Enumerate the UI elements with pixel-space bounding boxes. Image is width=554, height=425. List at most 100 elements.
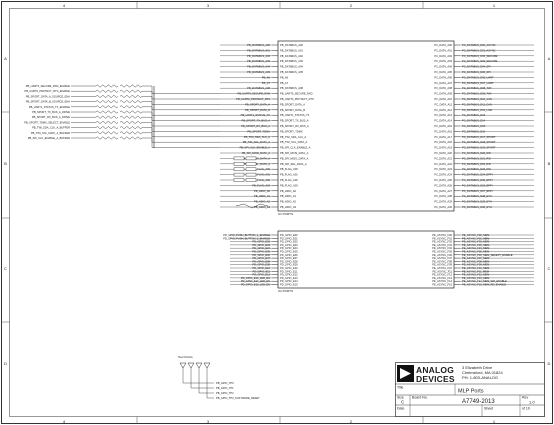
pin-label: PB_UART0_SECURE_RXD (280, 92, 313, 96)
pin-label: PD_GPIO_E04 (280, 246, 298, 250)
rev-label: Rev (522, 396, 528, 400)
pin-label: PC_DATA_A27 (434, 189, 452, 193)
pin-label: PE_ASYNC_F00 (432, 233, 452, 237)
pin-label: PC_DATA_A28 (434, 194, 452, 198)
pin-label: PC_DATA_A26 (434, 183, 452, 187)
col-marker-top: 2 (350, 3, 353, 8)
pin-label: PB_DATABUS_A01 (280, 48, 303, 52)
net-label: PB_SPORT_TX_BUS_A_DRIVE (32, 110, 70, 114)
test-points-header: Test Points (178, 355, 193, 359)
col-marker-top: 3 (207, 3, 210, 8)
pin-label: PD_GPIO_E07 (280, 256, 298, 260)
pin-label: PC_DATA_A04 (434, 65, 452, 69)
pin-label: PB_A6 (280, 75, 289, 79)
pin-label: PB_DATABUS_A00 (280, 43, 303, 47)
pin-label: PB_FLAG_A01 (280, 173, 298, 177)
component-blocks: U1 PORTS PB_DATABUS_A00PB_DATABUS_A01PB_D… (277, 40, 455, 293)
pin-label: PE_ASYNC_F11 (432, 269, 452, 273)
address-line-1: 3 Elizabeth Drive (462, 365, 493, 370)
pin-label: PB_DATABUS_A04 (280, 65, 303, 69)
block-footer: U1 PORTS (278, 212, 293, 216)
pin-label: PC_DATA_A19 (434, 146, 452, 150)
pin-label: PC_DATA_A15 (434, 124, 452, 128)
pin-label: PC_DATA_A06 (434, 75, 452, 79)
svg-text:DEVICES: DEVICES (416, 374, 455, 384)
pin-label: PC_DATA_A09 (434, 92, 452, 96)
pin-label: PD_GPIO_E13 (280, 276, 298, 280)
address-line-3: PH: 1-800-ANALOG (462, 375, 498, 380)
pin-label: PB_HDIO_A3 (280, 205, 297, 209)
pin-label: PC_DATA_A24 (434, 173, 452, 177)
net-label: PB_TWI_SDA_CLK_A_BUFFER (32, 126, 70, 130)
doc-value: A7749-2013 (462, 399, 495, 405)
pin-label: PE_ASYNC_F06 (432, 253, 452, 257)
net-label: PB_UART0_PROTECT_RTS_ENABLE (25, 89, 71, 93)
col-marker-top: 4 (63, 3, 66, 8)
pin-label: PB_HDIO_A0 (280, 189, 297, 193)
pin-label: PB_DATABUS_A02 (280, 54, 303, 58)
test-point-net: PB_GPIO_TP0 (216, 381, 234, 385)
net-label: PB_UART0_SECURE_RXD_ENABLE (26, 84, 70, 88)
pin-label: PC_DATA_A23 (434, 167, 452, 171)
pin-label: PE_ASYNC_F09 (432, 263, 452, 267)
net-label: PB_SPI_CLK_ENABLE_A_BUFFER (28, 136, 70, 140)
row-marker-left: D (4, 361, 7, 366)
pin-label: PE_ASYNC_F10 (432, 266, 452, 270)
pin-label: PB_HDIO_A2 (280, 200, 297, 204)
net-label: PB_SPORT_DATA_A_SOURCE_ENA (26, 94, 71, 98)
pin-label: PE_ASYNC_F02 (432, 240, 452, 244)
pin-label: PB_TWI_SDA_CLK_A (280, 135, 306, 139)
pin-label: PC_DATA_A17 (434, 135, 452, 139)
pin-label: PE_ASYNC_F05 (432, 250, 452, 254)
test-point-net: PB_GPIO_TP3_SOFTWARE_RESET (216, 396, 260, 400)
pin-label: PC_DATA_A21 (434, 156, 452, 160)
row-marker-right: A (548, 56, 551, 61)
pin-label: PB_UART0_PROTECT_RTS (280, 97, 314, 101)
pin-label: PB_DATABUS_A03 (280, 59, 303, 63)
block-u1: U1 PORTS PB_DATABUS_A00PB_DATABUS_A01PB_D… (277, 40, 455, 216)
pin-label: PC_DATA_A29 (434, 200, 452, 204)
pin-label: PC_DATA_A25 (434, 178, 452, 182)
pin-label: PD_GPIO_E02 (280, 240, 298, 244)
pin-label: PB_SPORT_TDMX (280, 129, 303, 133)
pin-label: PB_HDIO_A1 (280, 194, 297, 198)
row-marker-right: B (548, 161, 551, 166)
pin-label: PB_SPORT_DATA_B (280, 108, 305, 112)
pin-label: PD_GPIO_E11 (280, 269, 298, 273)
row-marker-left: B (4, 161, 7, 166)
col-marker-bottom: 1 (493, 419, 496, 424)
row-marker-right: D (548, 361, 551, 366)
block-footer: U2 PORTS (278, 289, 293, 293)
pin-label: PE_ASYNC_F13 (432, 276, 452, 280)
pin-label: PD_GPIO_E10 (280, 266, 298, 270)
pin-label: PD_GPIO_E00 (280, 233, 298, 237)
pin-label: PD_GPIO_E14 (280, 279, 298, 283)
pin-label: PB_SPI_SEL_DATA_A (280, 162, 307, 166)
pin-label: PE_ASYNC_F07 (432, 256, 452, 260)
pin-label: PC_DATA_A01 (434, 48, 452, 52)
pin-label: PE_ASYNC_F14 (432, 279, 452, 283)
pin-label: PB_SPI_MOSI_DATA_A (280, 151, 309, 155)
pin-label: PC_DATA_A20 (434, 151, 452, 155)
row-marker-right: C (548, 266, 551, 271)
address-line-2: Chelmsford, MA 01824 (462, 370, 503, 375)
title-block: ANALOG DEVICES 3 Elizabeth Drive Chelmsf… (395, 362, 545, 417)
pin-label: PD_GPIO_E12 (280, 273, 298, 277)
net-label: PB_TWI_SCL_DATA_A_BUFFER (31, 131, 70, 135)
col-marker-bottom: 3 (207, 419, 210, 424)
size-label: Size (397, 396, 404, 400)
pin-label: PD_GPIO_E05 (280, 250, 298, 254)
col-marker-bottom: 2 (350, 419, 353, 424)
test-point-group: Test PointsPB_GPIO_TP0PB_GPIO_TP1PB_GPIO… (178, 355, 260, 400)
pin-label: PC_DATA_A12 (434, 108, 452, 112)
pin-label: PB_SPI_CLK_ENABLE_A (280, 146, 311, 150)
pin-label: PB_A7 (280, 81, 289, 85)
pin-label: PE_ASYNC_F08 (432, 259, 452, 263)
pin-label: PB_SPORT_TX_BUS_A (280, 119, 309, 123)
pin-label: PC_DATA_A05 (434, 70, 452, 74)
pin-label: PE_ASYNC_F04 (432, 246, 452, 250)
pin-label: PE_ASYNC_F12 (432, 273, 452, 277)
